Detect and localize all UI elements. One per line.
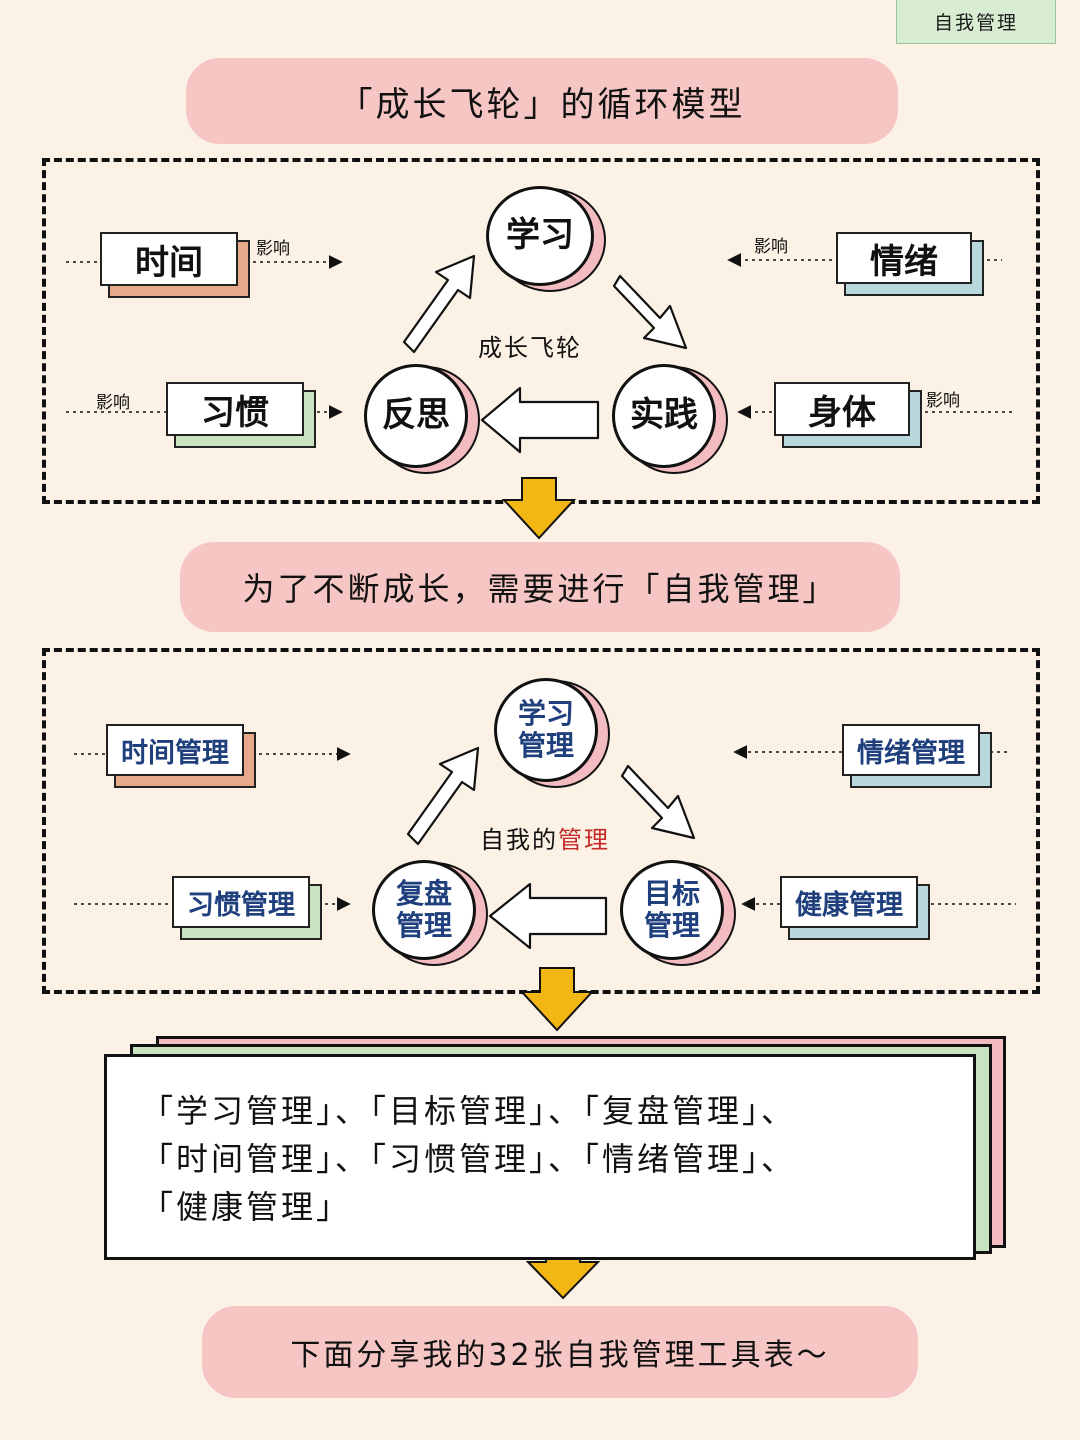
influence-label-time: 影响 xyxy=(256,239,290,259)
circle-reflect: 反思 xyxy=(364,364,468,468)
factor-time: 时间 xyxy=(100,232,238,286)
title-text: 「成长飞轮」的循环模型 xyxy=(338,84,746,125)
factor-emotion: 情绪 xyxy=(836,232,972,284)
factor-time-mgmt: 时间管理 xyxy=(106,724,244,776)
management-center-prefix: 自我的 xyxy=(480,826,558,854)
management-center-highlight: 管理 xyxy=(558,826,610,854)
management-center-label: 自我的管理 xyxy=(480,820,610,855)
corner-tag: 自我管理 xyxy=(896,0,1056,44)
influence-label-emotion: 影响 xyxy=(754,237,788,257)
management-list-box: 「学习管理」、「目标管理」、「复盘管理」、 「时间管理」、「习惯管理」、「情绪管… xyxy=(104,1054,976,1260)
title-bubble: 「成长飞轮」的循环模型 xyxy=(186,58,898,144)
influence-label-body: 影响 xyxy=(926,391,960,411)
list-row: 「健康管理」 xyxy=(141,1188,352,1226)
factor-habit-mgmt: 习惯管理 xyxy=(172,876,310,928)
list-row: 「学习管理」、「目标管理」、「复盘管理」、 xyxy=(141,1092,797,1130)
bottom-bubble: 下面分享我的32张自我管理工具表～ xyxy=(202,1306,918,1398)
list-row: 「时间管理」、「习惯管理」、「情绪管理」、 xyxy=(141,1140,797,1178)
circle-practice: 实践 xyxy=(612,364,716,468)
flywheel-center-label: 成长飞轮 xyxy=(478,334,582,362)
influence-label-habit: 影响 xyxy=(96,393,130,413)
factor-health-mgmt: 健康管理 xyxy=(780,876,918,928)
factor-habit: 习惯 xyxy=(166,382,304,436)
factor-emotion-mgmt: 情绪管理 xyxy=(842,724,980,776)
circle-learning-mgmt: 学习 管理 xyxy=(494,678,598,782)
circle-review-mgmt: 复盘 管理 xyxy=(372,860,476,960)
circle-learn: 学习 xyxy=(486,186,594,286)
mid-bubble: 为了不断成长，需要进行「自我管理」 xyxy=(180,542,900,632)
circle-goal-mgmt: 目标 管理 xyxy=(620,860,724,960)
mid-bubble-text: 为了不断成长，需要进行「自我管理」 xyxy=(242,570,838,608)
bottom-bubble-text: 下面分享我的32张自我管理工具表～ xyxy=(290,1338,830,1373)
factor-body: 身体 xyxy=(774,382,910,436)
